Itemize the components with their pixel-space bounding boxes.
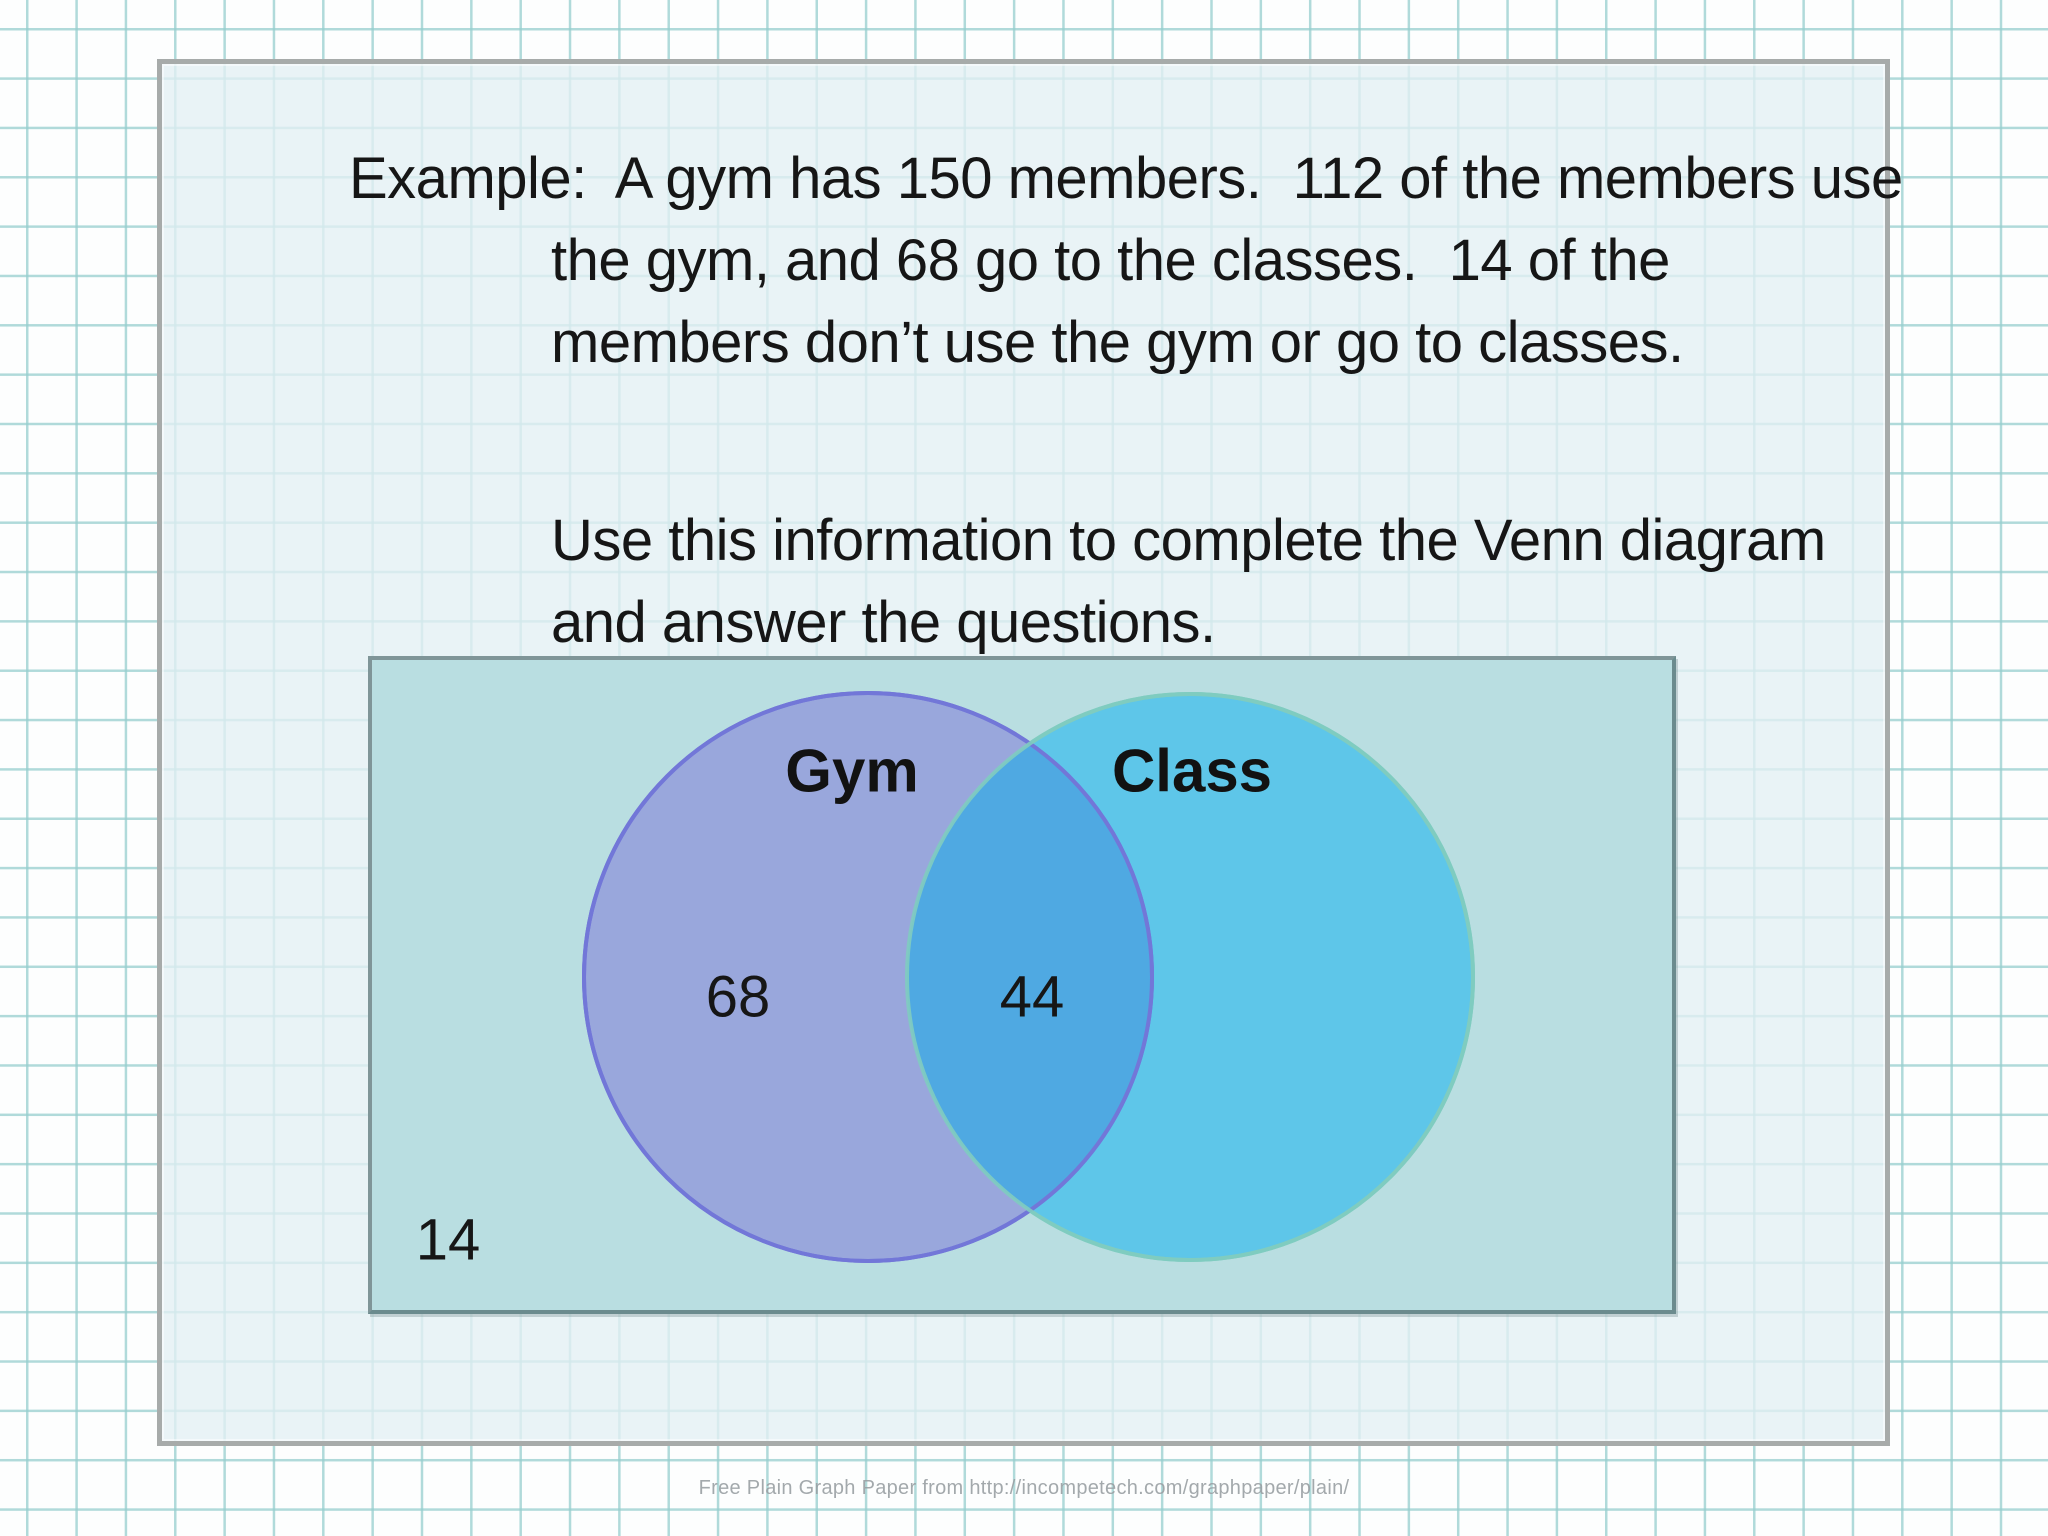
instructions-line-2: and answer the questions. bbox=[551, 590, 1216, 655]
graph-paper-credit: Free Plain Graph Paper from http://incom… bbox=[698, 1477, 1350, 1499]
venn-diagram bbox=[582, 691, 1475, 1263]
intersection-count: 44 bbox=[999, 964, 1065, 1030]
gym-circle-outline bbox=[582, 691, 1154, 1263]
venn-diagram-box bbox=[368, 656, 1676, 1314]
venn-overlap-region bbox=[907, 694, 1152, 1260]
intro-text-line-3: members don’t use the gym or go to class… bbox=[551, 310, 1684, 375]
gym-only-count: 68 bbox=[705, 964, 771, 1030]
class-circle-outline bbox=[905, 692, 1475, 1262]
outside-count: 14 bbox=[415, 1207, 481, 1273]
gym-circle-label: Gym bbox=[785, 737, 919, 805]
class-circle-label: Class bbox=[1111, 737, 1273, 805]
intro-text-line-1: Example: A gym has 150 members. 112 of t… bbox=[349, 146, 1903, 211]
intro-text-line-2: the gym, and 68 go to the classes. 14 of… bbox=[551, 228, 1670, 293]
instructions-line-1: Use this information to complete the Ven… bbox=[551, 508, 1826, 573]
